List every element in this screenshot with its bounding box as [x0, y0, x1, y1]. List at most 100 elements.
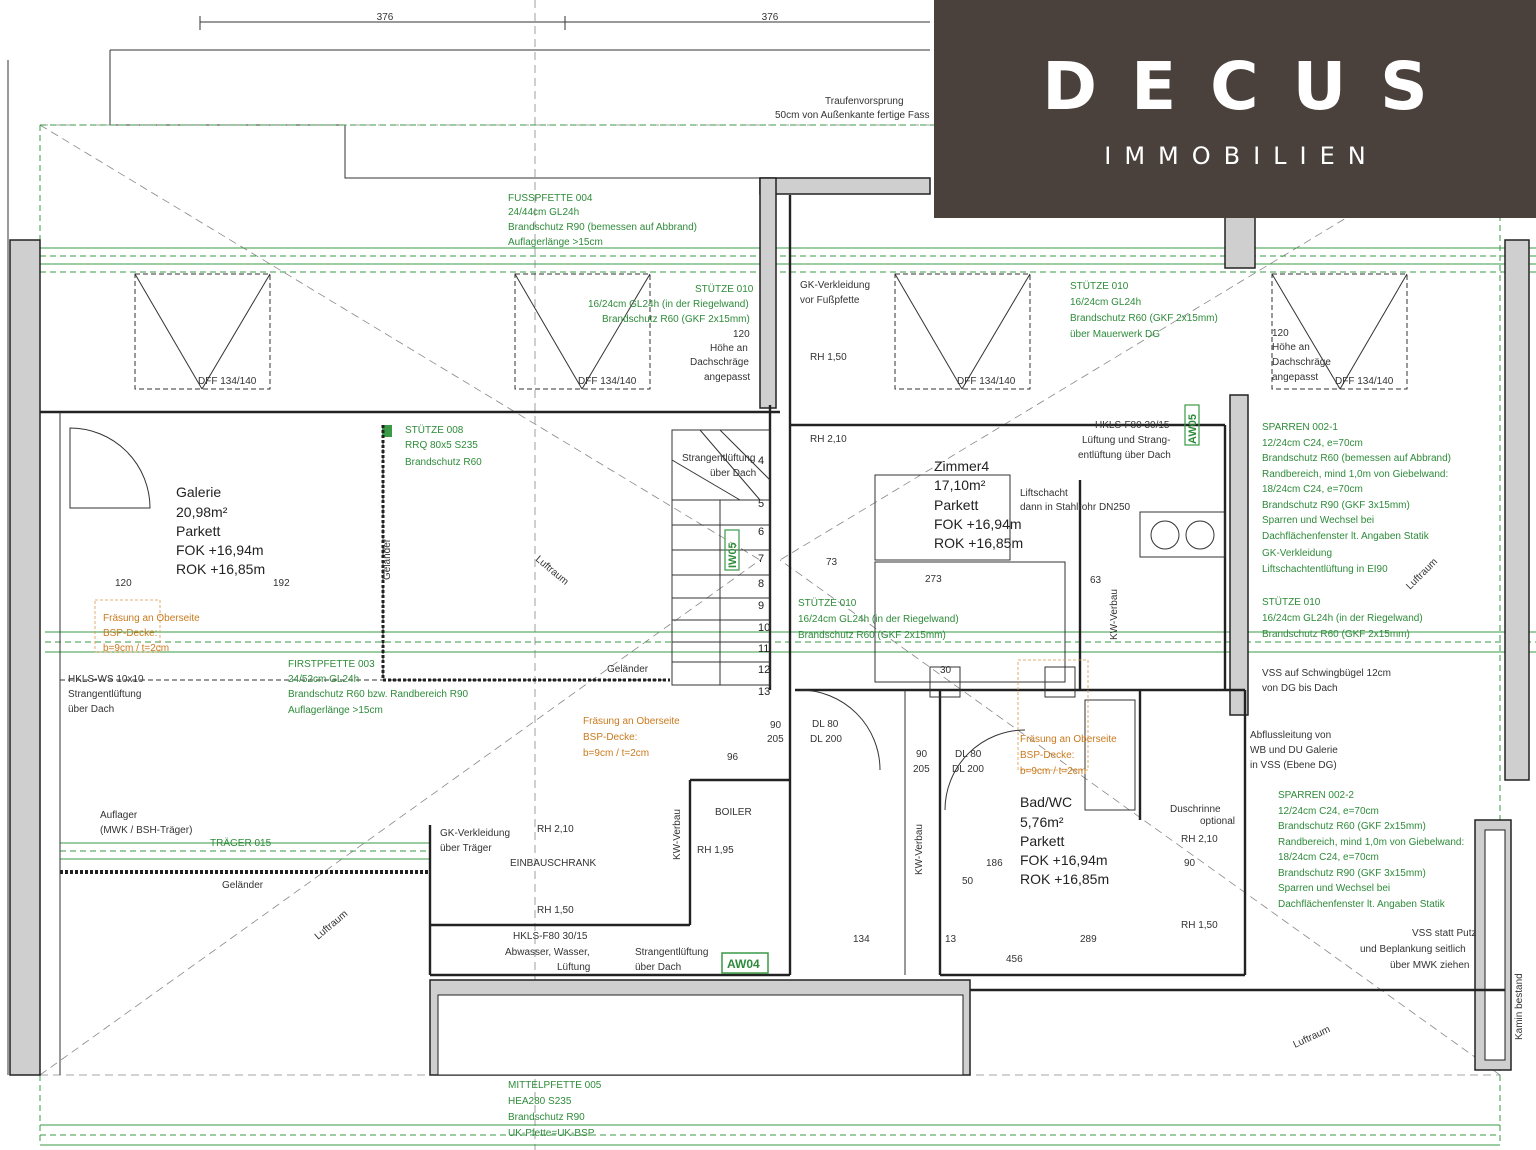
note-dusche-2: optional: [1200, 816, 1235, 827]
note-st010d-2: 16/24cm GL24h (in der Riegelwand): [1262, 613, 1423, 624]
note-st010b-1: STÜTZE 010: [1070, 280, 1129, 292]
dim-96: 96: [727, 752, 739, 763]
note-fr1-3: b=9cm / t=2cm: [103, 643, 169, 654]
dff-label-3: DFF 134/140: [957, 376, 1016, 387]
note-mittel-1: MITTELPFETTE 005: [508, 1080, 602, 1091]
note-hklsf2-1: HKLS-F80 30/15: [513, 931, 588, 942]
note-hoehe-a3: angepasst: [704, 372, 750, 383]
note-traeger: TRÄGER 015: [210, 837, 272, 849]
note-fr2-1: Fräsung an Oberseite: [583, 716, 680, 727]
note-fuss-2: 24/44cm GL24h: [508, 207, 579, 218]
note-st010b-4: über Mauerwerk DG: [1070, 329, 1160, 340]
note-fr1-1: Fräsung an Oberseite: [103, 613, 200, 624]
note-rh210a: RH 2,10: [810, 434, 847, 445]
bad-rok: ROK +16,85m: [1020, 871, 1109, 887]
dim-top-1: 376: [377, 12, 394, 23]
dim-289: 289: [1080, 934, 1097, 945]
note-gelaender-3: Geländer: [382, 538, 393, 580]
note-sp0022-6: Brandschutz R90 (GKF 3x15mm): [1278, 868, 1426, 879]
note-strang2-1: Strangentlüftung: [635, 947, 708, 958]
note-sp0022-3: Brandschutz R60 (GKF 2x15mm): [1278, 821, 1426, 832]
stair-step-number: 9: [758, 600, 764, 612]
galerie-rok: ROK +16,85m: [176, 561, 265, 577]
note-st008-1: STÜTZE 008: [405, 424, 464, 436]
note-gkt-2: über Träger: [440, 843, 492, 854]
note-sp0022-1: SPARREN 002-2: [1278, 790, 1354, 801]
note-hoehe-b2: Dachschräge: [1272, 357, 1331, 368]
dim-120a: 120: [115, 578, 132, 589]
note-first-1: FIRSTPFETTE 003: [288, 659, 375, 670]
note-rh150a: RH 1,50: [810, 352, 847, 363]
dim-90b: 90: [916, 749, 928, 760]
stair-step-number: 5: [758, 498, 764, 510]
note-dusche-1: Duschrinne: [1170, 804, 1221, 815]
dim-186: 186: [986, 858, 1003, 869]
note-vss2-3: über MWK ziehen: [1390, 960, 1469, 971]
dim-90c: 90: [1184, 858, 1196, 869]
note-sp0021-8: Dachflächenfenster lt. Angaben Statik: [1262, 531, 1430, 542]
note-abfluss-1: Abflussleitung von: [1250, 730, 1331, 741]
dim-top-2: 376: [762, 12, 779, 23]
note-fr1-2: BSP-Decke:: [103, 628, 157, 639]
note-gkv-1: GK-Verkleidung: [1262, 548, 1332, 559]
galerie-fok: FOK +16,94m: [176, 542, 264, 558]
note-hoehe-b3: angepasst: [1272, 372, 1318, 383]
note-strang-2: über Dach: [710, 468, 756, 479]
note-st010b-3: Brandschutz R60 (GKF 2x15mm): [1070, 313, 1218, 324]
note-fr2-2: BSP-Decke:: [583, 732, 637, 743]
label-aw05: AW05: [1187, 414, 1199, 444]
note-hkls-f1: HKLS-F80 30/15: [1095, 420, 1170, 431]
note-auflager-2: (MWK / BSH-Träger): [100, 825, 192, 836]
dim-50: 50: [962, 876, 974, 887]
note-traufe-2: 50cm von Außenkante fertige Fass: [775, 110, 930, 121]
note-hkls-f2: Lüftung und Strang-: [1082, 435, 1170, 446]
note-st010c-3: Brandschutz R60 (GKF 2x15mm): [798, 630, 946, 641]
note-traufe-1: Traufenvorsprung: [825, 96, 904, 107]
dim-73: 73: [826, 557, 838, 568]
note-sp0021-3: Brandschutz R60 (bemessen auf Abbrand): [1262, 453, 1451, 464]
logo-brand: DECUS: [1042, 48, 1462, 125]
note-abfluss-2: WB und DU Galerie: [1250, 745, 1338, 756]
dff-label-1: DFF 134/140: [198, 376, 257, 387]
stair-step-number: 10: [758, 622, 770, 634]
note-hoehe-a1: Höhe an: [710, 343, 748, 354]
note-st010d-1: STÜTZE 010: [1262, 596, 1321, 608]
note-hoehe-a2: Dachschräge: [690, 357, 749, 368]
dim-205b: 205: [913, 764, 930, 775]
note-strang-1: Strangentlüftung: [682, 453, 755, 464]
note-rh210c: RH 2,10: [1181, 834, 1218, 845]
stair-step-number: 11: [758, 643, 769, 655]
note-h120b: 120: [1272, 328, 1289, 339]
note-gk-2: vor Fußpfette: [800, 295, 860, 306]
note-gelaender-2: Geländer: [222, 880, 264, 891]
stair-step-number: 7: [758, 553, 764, 565]
note-sp0022-4: Randbereich, mind 1,0m von Giebelwand:: [1278, 837, 1464, 848]
note-sp0022-8: Dachflächenfenster lt. Angaben Statik: [1278, 899, 1446, 910]
note-kw-a: KW-Verbau: [672, 809, 683, 860]
note-lift-2: dann in Stahlrohr DN250: [1020, 502, 1131, 513]
dim-273: 273: [925, 574, 942, 585]
note-sp0021-6: Brandschutz R90 (GKF 3x15mm): [1262, 500, 1410, 511]
note-abfluss-3: in VSS (Ebene DG): [1250, 760, 1337, 771]
note-fr3-3: b=9cm / t=2cm: [1020, 766, 1086, 777]
note-sp0021-2: 12/24cm C24, e=70cm: [1262, 438, 1363, 449]
note-hklsws-1: HKLS-WS 10x10: [68, 674, 144, 685]
bad-area: 5,76m²: [1020, 814, 1064, 830]
label-iw05: IW05: [727, 542, 739, 568]
note-gkv-2: Liftschachtentlüftung in EI90: [1262, 564, 1388, 575]
bad-name: Bad/WC: [1020, 794, 1072, 810]
note-mittel-2: HEA280 S235: [508, 1096, 572, 1107]
note-first-2: 24/52cm GL24h: [288, 674, 359, 685]
note-hklsws-2: Strangentlüftung: [68, 689, 141, 700]
note-kw-c: KW-Verbau: [1109, 589, 1120, 640]
dim-dl200a: DL 200: [810, 734, 842, 745]
note-sp0022-7: Sparren und Wechsel bei: [1278, 883, 1390, 894]
zimmer4-floor: Parkett: [934, 497, 978, 513]
dim-63: 63: [1090, 575, 1102, 586]
note-fuss-4: Auflagerlänge >15cm: [508, 237, 603, 248]
dim-dl80a: DL 80: [812, 719, 839, 730]
zimmer4-name: Zimmer4: [934, 458, 989, 474]
note-sp0021-4: Randbereich, mind 1,0m von Giebelwand:: [1262, 469, 1448, 480]
bad-fok: FOK +16,94m: [1020, 852, 1108, 868]
